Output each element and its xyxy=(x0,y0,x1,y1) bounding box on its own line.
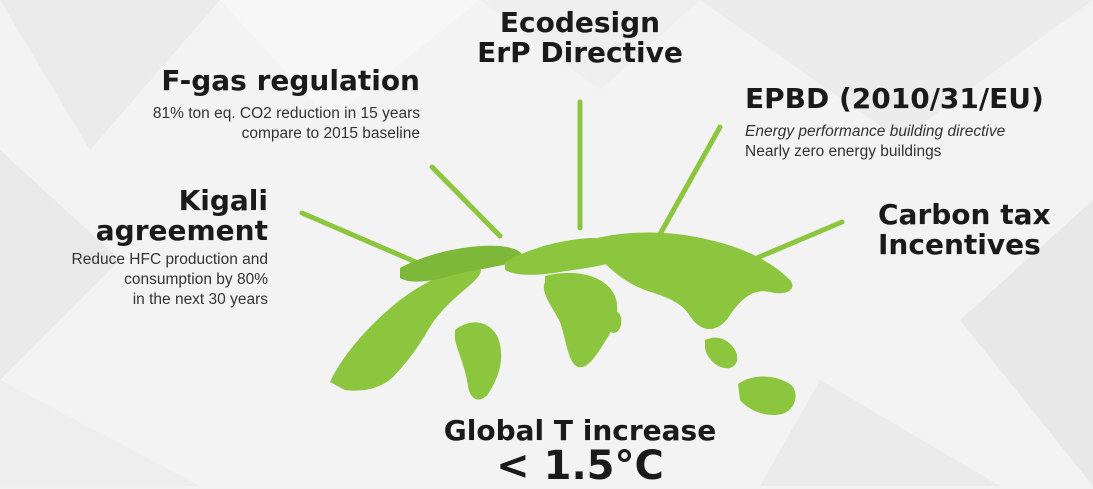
fgas-title: F-gas regulation xyxy=(161,64,420,97)
kigali-title-line2: agreement xyxy=(95,214,268,247)
epbd-line-2: Nearly zero energy buildings xyxy=(745,143,942,160)
connector-fgas xyxy=(429,164,503,239)
ecodesign-title-line1: Ecodesign xyxy=(499,6,661,39)
connector-epbd xyxy=(656,124,723,239)
carbon-title-line1: Carbon tax xyxy=(878,198,1051,231)
fgas-line-2: compare to 2015 baseline xyxy=(241,125,420,142)
fgas-block: F-gas regulation 81% ton eq. CO2 reducti… xyxy=(40,66,420,144)
kigali-title-line1: Kigali xyxy=(178,184,268,217)
center-title: Global T increase xyxy=(443,414,717,447)
center-block: Global T increase < 1.5°C xyxy=(380,414,780,489)
kigali-line-2: consumption by 80% xyxy=(124,271,268,288)
fgas-line-1: 81% ton eq. CO2 reduction in 15 years xyxy=(152,105,420,122)
epbd-title: EPBD (2010/31/EU) xyxy=(745,82,1044,115)
world-map-icon xyxy=(330,232,796,416)
carbon-block: Carbon tax Incentives xyxy=(878,200,1088,260)
carbon-title-line2: Incentives xyxy=(878,228,1041,261)
center-value: < 1.5°C xyxy=(496,443,664,489)
epbd-block: EPBD (2010/31/EU) Energy performance bui… xyxy=(745,84,1090,162)
kigali-block: Kigali agreement Reduce HFC production a… xyxy=(0,186,268,310)
kigali-line-3: in the next 30 years xyxy=(132,291,268,308)
ecodesign-block: Ecodesign ErP Directive xyxy=(470,8,690,68)
connector-kigali xyxy=(299,210,428,269)
ecodesign-title-line2: ErP Directive xyxy=(477,36,683,69)
kigali-line-1: Reduce HFC production and xyxy=(71,251,268,268)
epbd-line-1: Energy performance building directive xyxy=(745,123,1006,140)
